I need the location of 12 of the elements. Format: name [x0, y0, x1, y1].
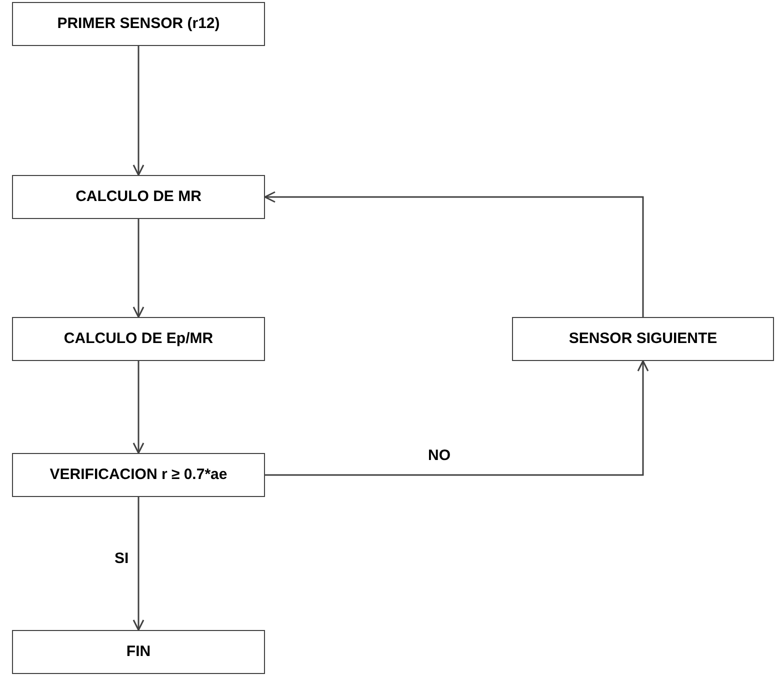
arrow: [132, 46, 144, 176]
arrow: [264, 191, 644, 317]
process-box: FIN: [12, 630, 265, 674]
arrow: [132, 361, 144, 454]
process-box: SENSOR SIGUIENTE: [512, 317, 774, 361]
arrow: [132, 497, 144, 631]
process-box: CALCULO DE MR: [12, 175, 265, 219]
process-box: CALCULO DE Ep/MR: [12, 317, 265, 361]
arrow: [132, 219, 144, 318]
arrow: [265, 360, 649, 476]
process-box: VERIFICACION r ≥ 0.7*ae: [12, 453, 265, 497]
process-box: PRIMER SENSOR (r12): [12, 2, 265, 46]
